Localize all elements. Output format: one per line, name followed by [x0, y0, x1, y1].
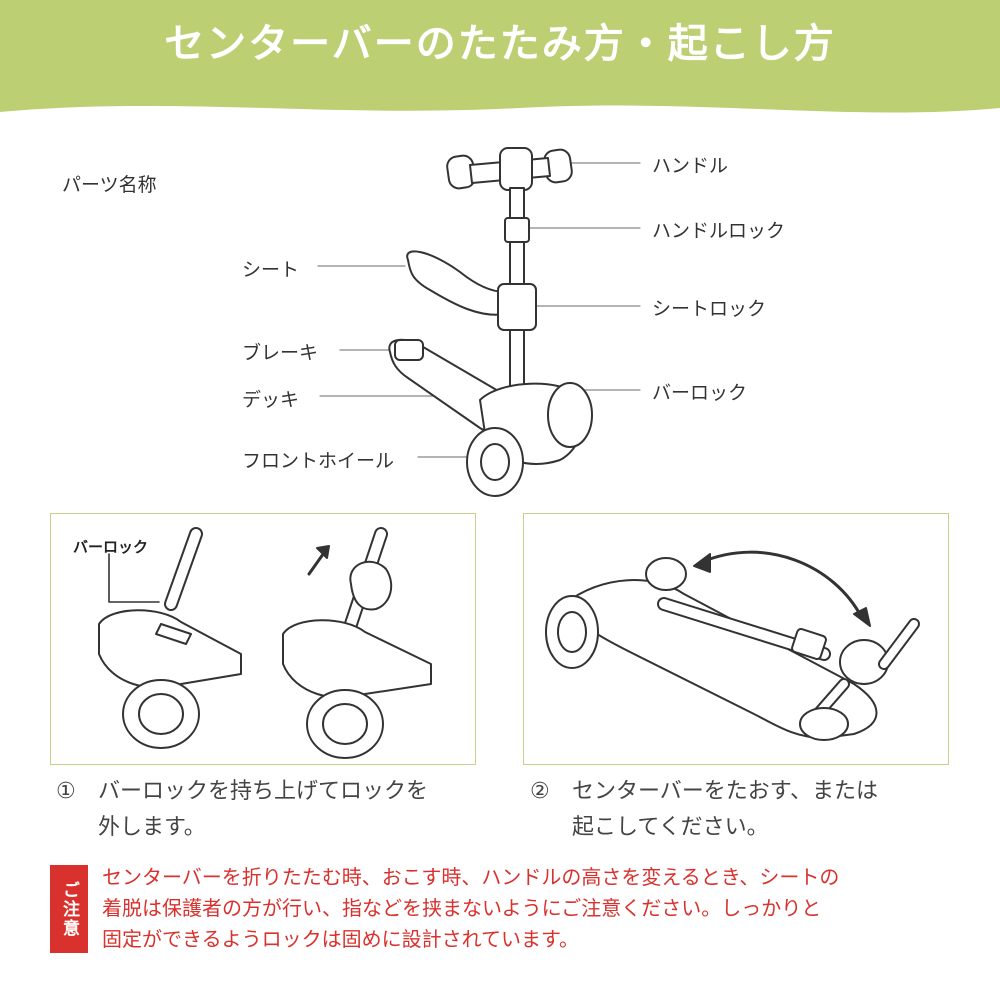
page-title: センターバーのたたみ方・起こし方 [164, 21, 836, 67]
unlock-illustration [98, 527, 432, 759]
step-1-line-2: 外します。 [98, 815, 206, 840]
caution-line-1: センターバーを折りたたむ時、おこす時、ハンドルの高さを変えるとき、シートの [102, 865, 840, 889]
header-banner [0, 0, 1000, 113]
label-seat: シート [242, 259, 300, 281]
label-brake: ブレーキ [242, 342, 319, 364]
scooter-parts-illustration [317, 147, 641, 497]
caution-text: センターバーを折りたたむ時、おこす時、ハンドルの高さを変えるとき、シートの 着脱… [102, 862, 962, 955]
caution-line-3: 固定ができるようロックは固めに設計されています。 [102, 927, 579, 951]
caution-line-2: 着脱は保護者の方が行い、指などを挟まないようにご注意ください。しっかりと [102, 896, 822, 920]
step-1-text: バーロックを持ち上げてロックを 外します。 [98, 774, 428, 846]
caution-badge: ご注意 [50, 865, 88, 953]
bar-lock-callout: バーロック [73, 538, 149, 556]
step-2-number: ② [530, 779, 550, 804]
step-1-line-1: バーロックを持ち上げてロックを [98, 779, 429, 804]
label-handle: ハンドル [652, 155, 729, 177]
fold-illustration [545, 550, 920, 741]
label-front-wheel: フロントホイール [242, 450, 395, 472]
label-bar-lock: バーロック [652, 382, 748, 404]
label-seat-lock: シートロック [652, 298, 767, 320]
parts-section-title: パーツ名称 [62, 174, 157, 196]
step-2-line-2: 起こしてください。 [572, 815, 769, 840]
label-handle-lock: ハンドルロック [652, 220, 786, 242]
instruction-panel-fold [523, 513, 949, 765]
step-1-number: ① [56, 779, 76, 804]
instruction-panel-unlock: バーロック [50, 513, 476, 765]
step-2-text: センターバーをたおす、または 起こしてください。 [572, 774, 878, 846]
step-2-line-1: センターバーをたおす、または [572, 779, 879, 804]
label-deck: デッキ [242, 389, 300, 411]
